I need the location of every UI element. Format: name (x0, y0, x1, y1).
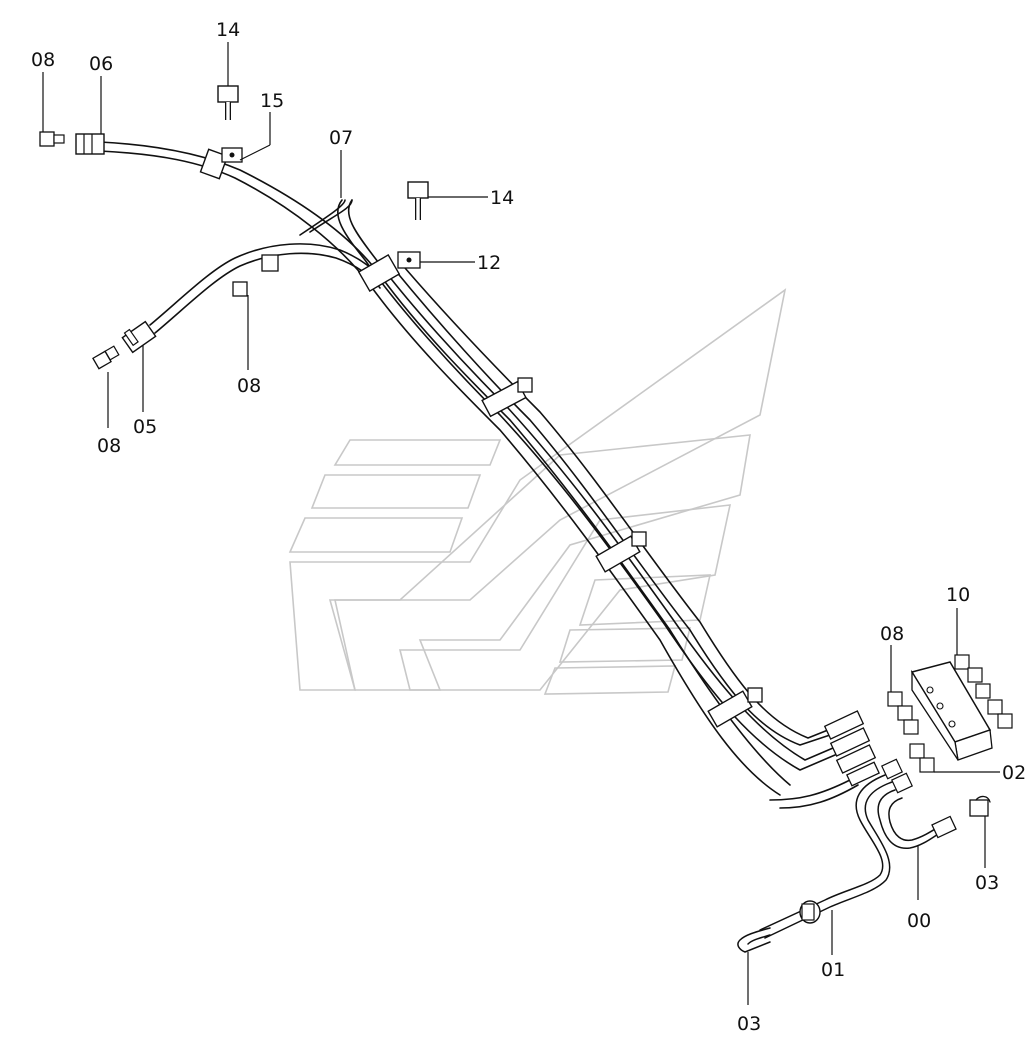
label-01: 01 (821, 959, 845, 981)
label-00: 00 (907, 910, 931, 932)
fitting-06 (75, 133, 105, 155)
hose-end-fittings (823, 710, 880, 787)
elbow-03-right (969, 795, 991, 817)
adapter-08-left (92, 345, 120, 370)
label-08-left: 08 (97, 435, 121, 457)
clamp-a (481, 377, 533, 418)
label-10: 10 (946, 584, 970, 606)
label-08-block: 08 (880, 623, 904, 645)
bolt-14-middle (407, 181, 429, 220)
label-14-top: 14 (216, 19, 240, 41)
clamp-12 (357, 251, 421, 292)
adapters-08-block (887, 691, 935, 773)
label-14-middle: 14 (490, 187, 514, 209)
label-03-bottom: 03 (737, 1013, 761, 1035)
valve-block-10 (910, 654, 1013, 761)
label-12: 12 (477, 252, 501, 274)
bolt-14-top (217, 85, 239, 120)
label-05: 05 (133, 416, 157, 438)
pipe-01 (759, 774, 893, 939)
clamp-c (707, 687, 763, 728)
hose-05 (121, 243, 386, 354)
clamp-b (595, 531, 647, 573)
label-02: 02 (1002, 762, 1026, 784)
label-03-right: 03 (975, 872, 999, 894)
elbow-03-bottom (737, 927, 771, 953)
label-08-middle: 08 (237, 375, 261, 397)
elbow-02 (880, 758, 914, 794)
label-06: 06 (89, 53, 113, 75)
label-07: 07 (329, 127, 353, 149)
watermark-logo (288, 288, 787, 695)
adapter-08-top-left (39, 131, 65, 147)
label-15: 15 (260, 90, 284, 112)
clamp-15 (199, 147, 243, 180)
label-08-top-left: 08 (31, 49, 55, 71)
leader-lines (42, 42, 1000, 1005)
callout-labels: 08 06 14 15 07 14 12 08 08 05 10 08 02 0… (31, 19, 1026, 1035)
adapter-08-middle (232, 254, 279, 297)
pipe-00 (877, 789, 957, 849)
